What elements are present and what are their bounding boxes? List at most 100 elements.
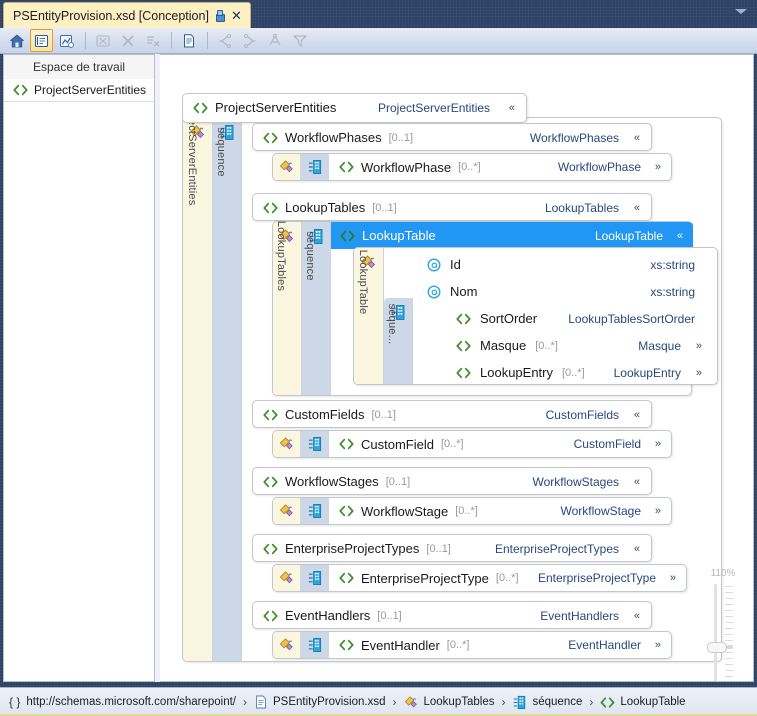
sequence-strip[interactable] [301,498,329,524]
pin-icon[interactable] [215,10,225,22]
collapse-chevron-icon[interactable]: « [633,131,640,144]
collapse-chevron-icon[interactable]: « [633,609,640,622]
sequence-strip-lookuptable[interactable]: séque... [384,298,413,384]
any-attribute-strip[interactable] [273,498,301,524]
breadcrumb-item-schema-file[interactable]: PSEntityProvision.xsd [254,695,386,709]
node-header[interactable]: ProjectServerEntities ProjectServerEntit… [183,94,526,121]
node-customfield[interactable]: CustomField [0..*] CustomField » [272,430,672,458]
show-document-button[interactable] [177,29,200,52]
node-body: WorkflowStage [0..*] WorkflowStage » [329,498,671,524]
node-enterpriseprojecttypes[interactable]: EnterpriseProjectTypes [0..1] Enterprise… [252,534,652,562]
sequence-icon [391,305,405,320]
node-eventhandler[interactable]: EventHandler [0..*] EventHandler » [272,631,672,659]
close-icon[interactable]: ✕ [230,8,242,23]
member-row-id[interactable]: Id xs:string [413,251,717,278]
member-row-lookupentry[interactable]: LookupEntry [0..*] LookupEntry » [413,359,717,386]
sequence-icon [308,570,321,586]
element-icon [340,230,355,241]
node-customfields[interactable]: CustomFields [0..1] CustomFields « [252,400,652,428]
document-tab[interactable]: PSEntityProvision.xsd [Conception] ✕ [3,2,251,28]
breadcrumb-item-lookuptables[interactable]: LookupTables [404,695,495,710]
node-name: WorkflowPhases [285,130,382,145]
any-attribute-strip[interactable] [273,431,301,457]
element-icon [193,102,208,113]
member-row-sortorder[interactable]: SortOrder LookupTablesSortOrder [413,305,717,332]
zoom-slider-track[interactable] [714,584,717,681]
compositor-strip-projectserverentities[interactable]: ProjectServerEntities [183,99,213,661]
expand-chevron-icon[interactable]: » [654,161,661,173]
node-lookuptable-header[interactable]: LookupTable LookupTable « [331,222,693,249]
node-workflowphase[interactable]: WorkflowPhase [0..*] WorkflowPhase » [272,153,672,181]
start-view-button[interactable] [5,29,28,52]
expand-chevron-icon[interactable]: » [695,339,702,352]
breadcrumb-item-lookuptable[interactable]: LookupTable [600,696,686,708]
collapse-chevron-icon[interactable]: « [676,229,683,242]
delete-button[interactable] [116,29,139,52]
filter-button[interactable] [288,29,311,52]
node-header[interactable]: EventHandlers [0..1] EventHandlers « [253,602,651,629]
any-attribute-icon [279,437,293,450]
expand-chevron-icon[interactable]: » [654,505,661,517]
any-attribute-strip[interactable] [273,565,301,591]
node-header[interactable]: EnterpriseProjectTypes [0..1] Enterprise… [253,535,651,562]
any-attribute-strip[interactable] [273,632,301,658]
collapse-chevron-icon[interactable]: « [633,475,640,488]
node-lookuptables[interactable]: LookupTables [0..1] LookupTables « [252,193,652,221]
node-lookuptable-detail: LookupTable séque... [353,247,718,385]
element-icon [600,696,615,708]
any-attribute-strip[interactable] [273,154,301,180]
clear-workspace-button[interactable] [141,29,164,52]
node-enterpriseprojecttype[interactable]: EnterpriseProjectType [0..*] EnterpriseP… [272,564,687,592]
expand-chevron-icon[interactable]: » [654,438,661,450]
sequence-strip[interactable] [301,154,329,180]
zoom-control[interactable]: 110% [703,568,743,681]
graph-view-button[interactable] [55,29,78,52]
chevron-down-icon[interactable] [735,9,747,14]
sequence-strip[interactable] [301,632,329,658]
node-header[interactable]: CustomFields [0..1] CustomFields « [253,401,651,428]
any-attribute-icon [279,638,293,651]
collapse-chevron-icon[interactable]: « [633,408,640,421]
compositor-strip-lookuptable[interactable]: LookupTable [354,248,384,384]
node-type: EnterpriseProjectType [537,571,656,585]
collapse-chevron-icon[interactable]: « [633,201,640,214]
node-name: CustomFields [285,407,365,422]
node-cardinality: [0..1] [388,131,414,144]
compositor-strip-lookuptables[interactable]: LookupTables [273,221,302,395]
expand-children-button[interactable] [213,29,236,52]
sequence-strip-root[interactable]: séquence [213,118,242,661]
collapse-chevron-icon[interactable]: « [633,542,640,555]
zoom-slider-thumb[interactable] [707,642,733,653]
sequence-icon [220,125,234,140]
sequence-strip[interactable] [301,431,329,457]
node-workflowphases[interactable]: WorkflowPhases [0..1] WorkflowPhases « [252,123,652,151]
node-workflowstage[interactable]: WorkflowStage [0..*] WorkflowStage » [272,497,672,525]
sequence-strip[interactable] [301,565,329,591]
node-header[interactable]: WorkflowPhases [0..1] WorkflowPhases « [253,124,651,151]
member-row-nom[interactable]: Nom xs:string [413,278,717,305]
sequence-icon [308,503,321,519]
member-row-masque[interactable]: Masque [0..*] Masque » [413,332,717,359]
xsd-design-canvas[interactable]: ProjectServerEntities ProjectServerEntit… [160,54,754,682]
remove-from-workspace-button[interactable] [91,29,114,52]
node-workflowstages[interactable]: WorkflowStages [0..1] WorkflowStages « [252,467,652,495]
member-type: LookupTablesSortOrder [568,311,695,326]
node-name: WorkflowStage [361,503,449,519]
sequence-icon [308,637,321,653]
breadcrumb-label: LookupTables [423,696,495,708]
expand-chevron-icon[interactable]: » [695,366,702,379]
node-projectserverentities[interactable]: ProjectServerEntities ProjectServerEntit… [182,93,527,123]
workspace-item-projectserverentities[interactable]: ProjectServerEntities [4,79,154,102]
show-hierarchy-button[interactable] [263,29,286,52]
node-header[interactable]: LookupTables [0..1] LookupTables « [253,194,651,221]
node-eventhandlers[interactable]: EventHandlers [0..1] EventHandlers « [252,601,652,629]
expand-parents-button[interactable] [238,29,261,52]
content-model-view-button[interactable] [30,29,53,52]
expand-chevron-icon[interactable]: » [654,639,661,651]
breadcrumb-item-sequence[interactable]: séquence [512,695,582,710]
expand-chevron-icon[interactable]: » [669,572,676,584]
sequence-strip-lookuptables[interactable]: séquence [302,222,331,395]
node-header[interactable]: WorkflowStages [0..1] WorkflowStages « [253,468,651,495]
pane-splitter[interactable] [155,54,160,682]
collapse-chevron-icon[interactable]: « [508,101,515,114]
